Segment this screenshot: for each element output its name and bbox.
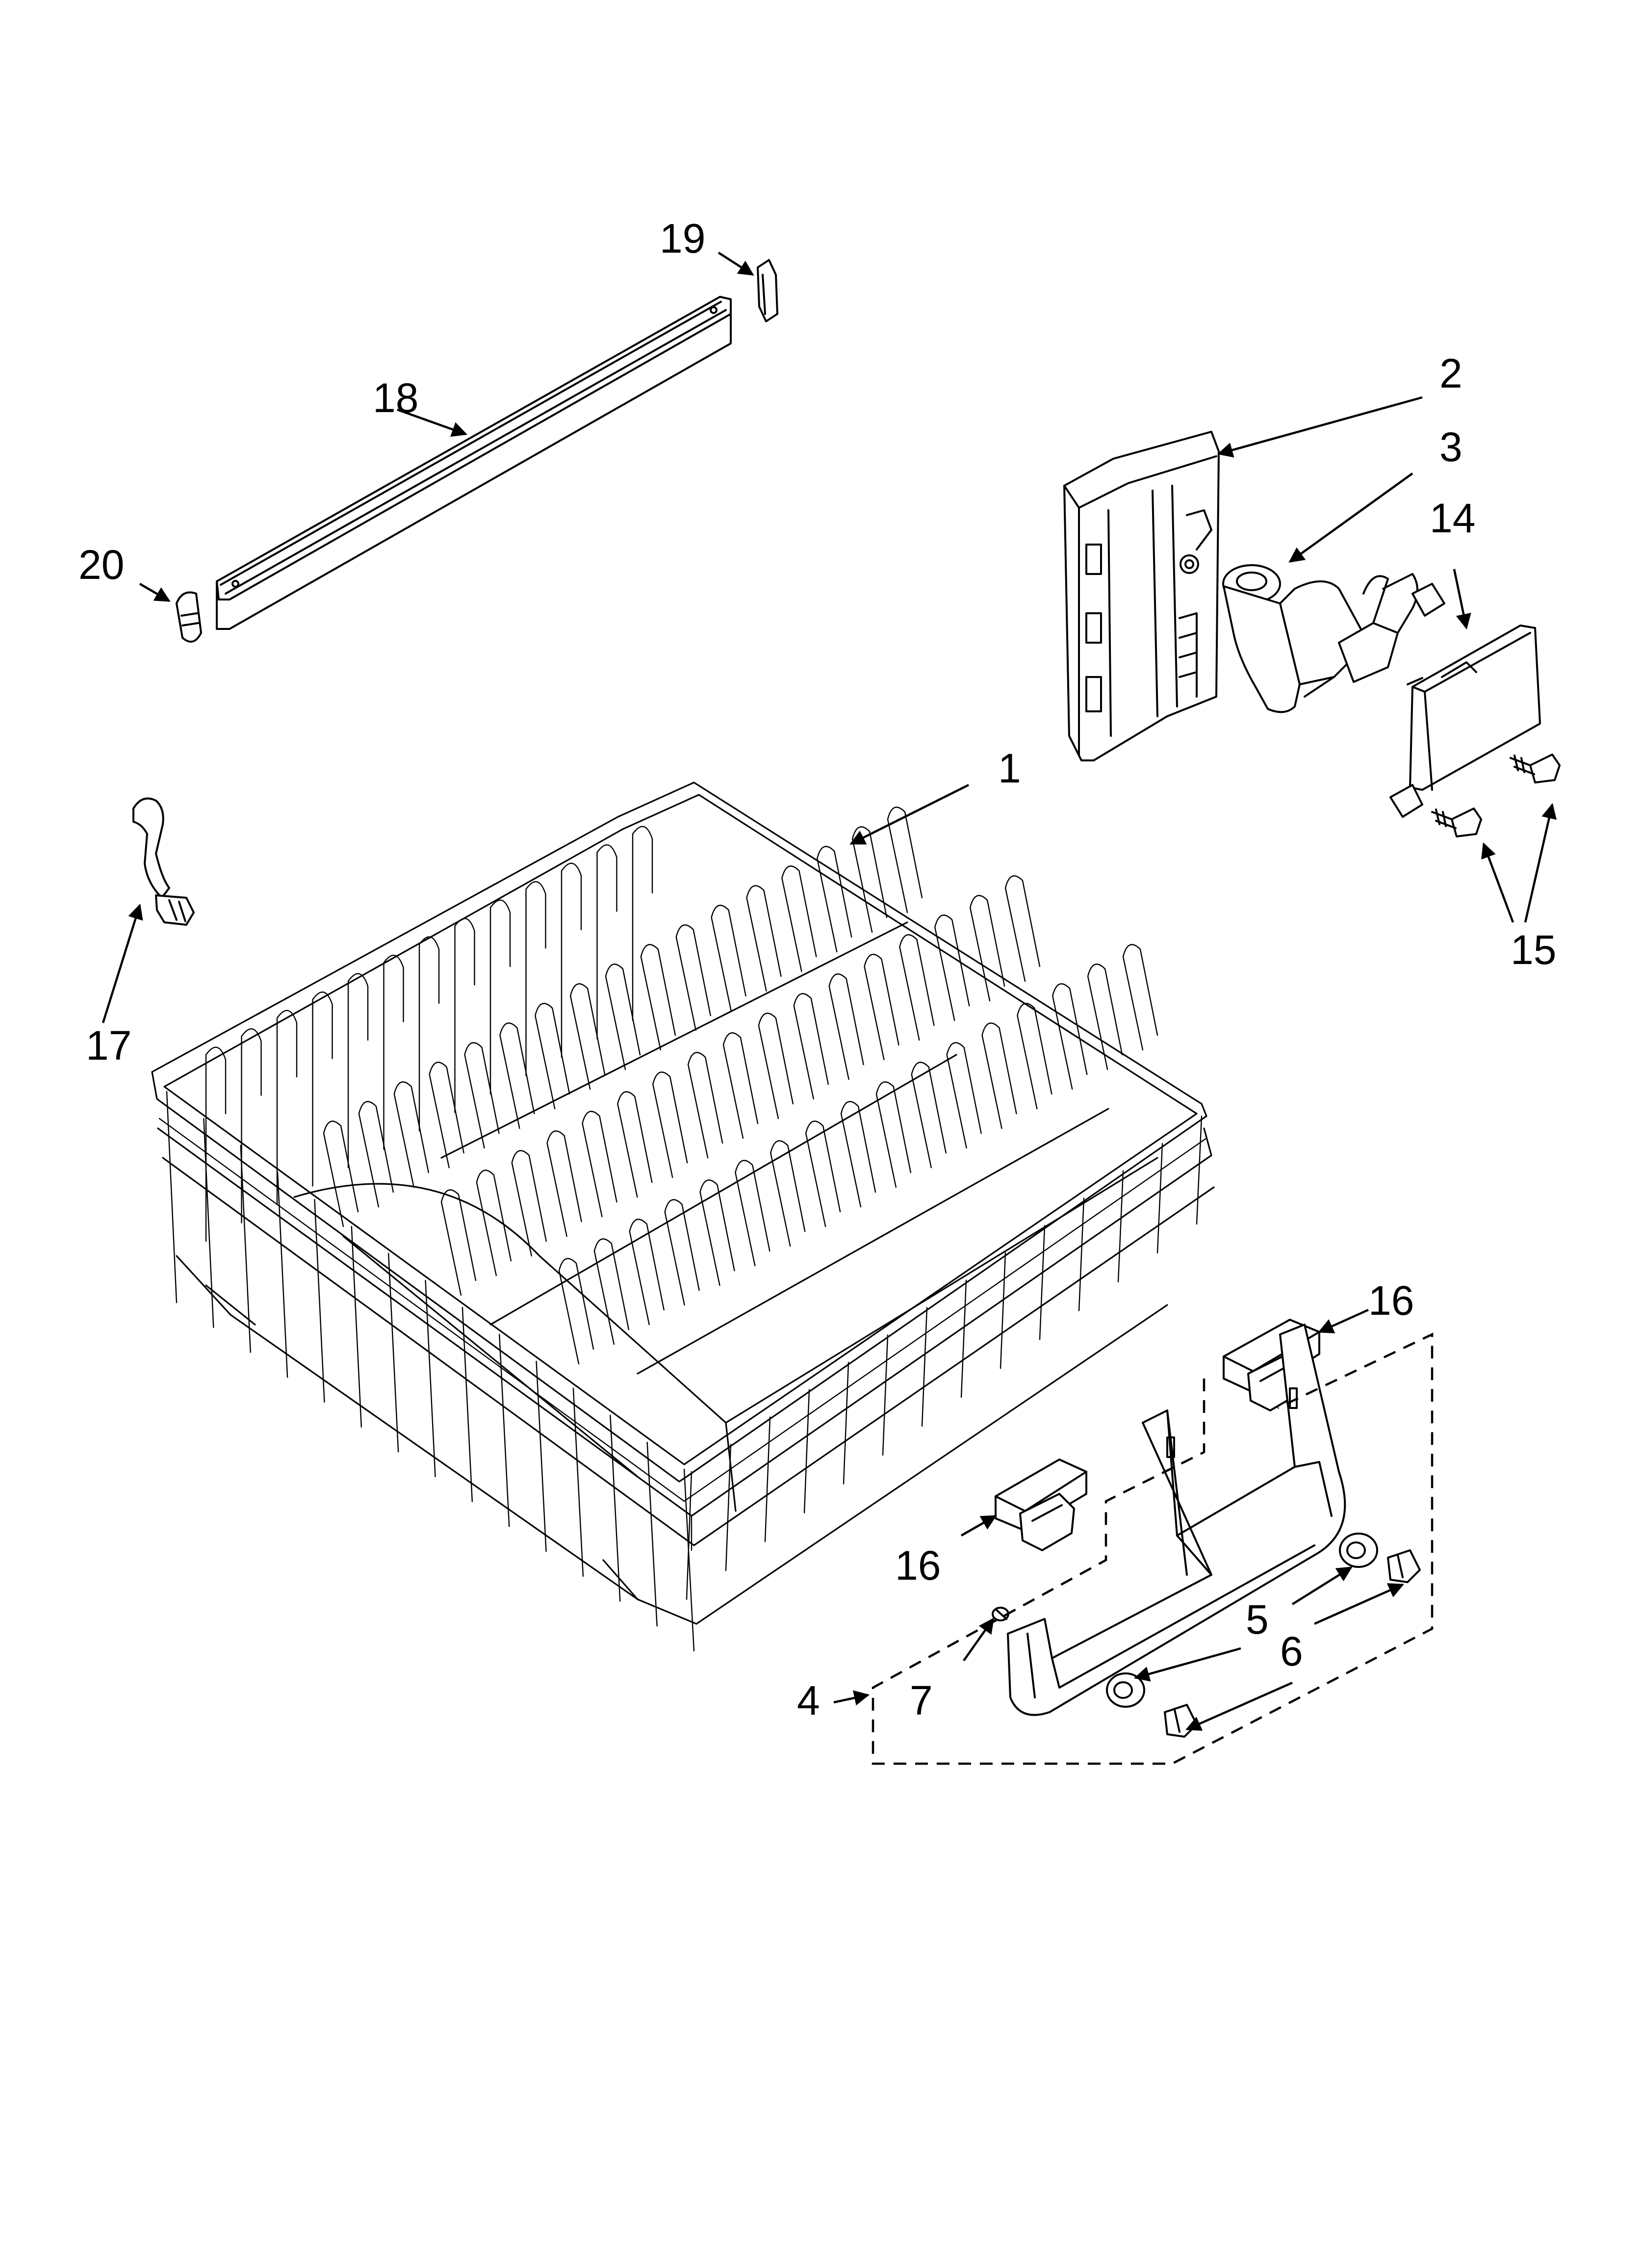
leader-lines	[102, 252, 1557, 1731]
callout-15: 15	[1511, 927, 1556, 973]
part-5-wheels	[1106, 1533, 1378, 1708]
callout-4: 4	[797, 1677, 820, 1723]
part-4-rack-adjuster-assembly	[1007, 1324, 1346, 1716]
part-3-adjuster-lever	[1222, 564, 1445, 713]
callout-17: 17	[86, 1022, 131, 1069]
part-2-rack-adjuster-housing	[1063, 431, 1220, 761]
part-20-rail-stop	[176, 591, 202, 643]
part-1-upper-rack	[151, 782, 1215, 1652]
callout-1: 1	[998, 745, 1021, 791]
assembly-4-boundary	[872, 1332, 1434, 1765]
part-14-adjuster-cover	[1389, 625, 1541, 818]
callout-20: 20	[78, 542, 124, 588]
callout-3: 3	[1439, 424, 1462, 470]
callout-18: 18	[373, 375, 418, 421]
part-19-end-cap	[757, 259, 778, 322]
callout-5: 5	[1246, 1596, 1269, 1642]
callout-7: 7	[910, 1677, 933, 1723]
callout-16-lower: 16	[895, 1542, 941, 1589]
callout-labels: 1 2 3 14 15 16 16 4 7 5 6 17 18 19 20	[78, 215, 1556, 1723]
part-18-rack-rail	[216, 296, 732, 630]
callout-19: 19	[660, 215, 705, 261]
callout-14: 14	[1430, 495, 1475, 541]
callout-2: 2	[1439, 350, 1462, 396]
callout-6: 6	[1280, 1628, 1303, 1674]
part-17-rack-stop	[132, 797, 195, 926]
callout-16-upper: 16	[1368, 1277, 1414, 1324]
part-15-screws	[1431, 754, 1561, 837]
part-16-rack-clip-lower	[995, 1459, 1087, 1551]
